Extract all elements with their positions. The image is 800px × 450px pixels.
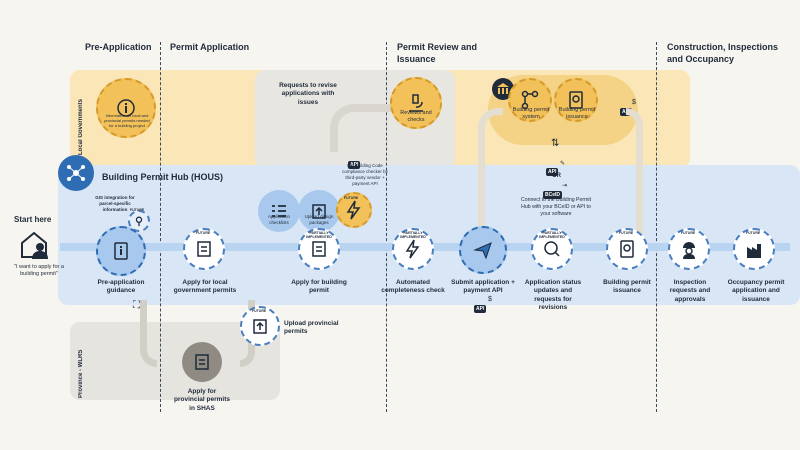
step-label: Pre-application guidance [97, 279, 145, 295]
permit-system-node [508, 78, 552, 122]
upload-provincial-node [240, 306, 280, 346]
microscope-icon [409, 94, 423, 112]
partial-tag: PARTIALLY IMPLEMENTED [400, 231, 426, 239]
step-label: Occupancy permit application and issuanc… [727, 279, 785, 303]
phase-permit-review: Permit Review and Issuance [397, 42, 478, 64]
step-label: Apply for local government permits [173, 279, 237, 295]
api-badge: API [546, 168, 559, 176]
home-person-icon [18, 229, 58, 259]
reviews-checks-node [390, 77, 442, 129]
bceid-badge: BCeID [543, 191, 563, 199]
api-badge: API [474, 305, 487, 313]
future-tag: FUTURE [252, 309, 267, 313]
future-tag: FUTURE [130, 208, 145, 212]
worker-icon [683, 242, 695, 259]
gis-node [128, 210, 150, 232]
building-icon [747, 244, 761, 258]
future-tag: FUTURE [344, 196, 359, 200]
phase-construction: Construction, Inspections and Occupancy [667, 42, 779, 64]
hub-icon [58, 155, 94, 191]
upload-icon [312, 204, 326, 219]
future-tag: FUTURE [746, 231, 761, 235]
requests-revise-label: Requests to revise applications with iss… [279, 82, 337, 106]
permit-issuance-system-label: Building permit issuance [558, 107, 596, 121]
scan-icon: ⛶ [133, 300, 140, 311]
local-info-text: Information on local and provincial perm… [104, 113, 150, 129]
document-info-icon [114, 242, 128, 260]
partial-tag: PARTIALLY IMPLEMENTED [539, 231, 565, 239]
future-tag: FUTURE [196, 231, 211, 235]
lightning-icon [346, 200, 361, 220]
map-pin-icon [135, 216, 143, 227]
step-inspection-node [668, 228, 710, 270]
return-arrow-left [478, 108, 503, 235]
province-flow-arrow [140, 300, 157, 367]
future-tag: FUTURE [619, 231, 634, 235]
step-issuance-node [606, 228, 648, 270]
connect-text: Connect to the Building Permit Hub with … [520, 197, 592, 217]
upload-design-node [298, 190, 340, 232]
permit-issuance-system-node [554, 78, 598, 122]
future-tag: FUTURE [681, 231, 696, 235]
step-label: Automated completeness check [381, 279, 445, 295]
form-icon [195, 354, 209, 370]
phase-permit-application: Permit Application [170, 42, 250, 52]
reviews-checks-label: Reviews and checks [400, 110, 432, 124]
dollar-icon: $ [488, 296, 492, 303]
apply-provincial-label: Apply for provincial permits in SHAS [174, 388, 230, 412]
start-title: Start here [14, 215, 52, 224]
sync-arrows-icon: ⇅ [551, 138, 560, 149]
step-auto-node [392, 228, 434, 270]
upload-provincial-label: Upload provincial permits [284, 320, 339, 336]
plug-icon: ✎ [560, 161, 566, 167]
form-icon [312, 241, 326, 257]
info-icon [96, 78, 156, 138]
step-label: Building permit issuance [603, 279, 651, 295]
step-occupancy-node [733, 228, 775, 270]
step-building-node [298, 228, 340, 270]
or-label: OR [552, 173, 561, 179]
api-badge: API [348, 161, 361, 169]
revise-loop-arrow [330, 104, 400, 152]
lane-label-province: Province - WLRS [78, 349, 84, 398]
login-icon: ⇥ [562, 183, 568, 189]
step-label: Apply for building permit [291, 279, 347, 295]
dollar-icon: $ [632, 99, 636, 106]
partial-tag: PARTIALLY IMPLEMENTED [306, 231, 332, 239]
step-label: Application status updates and requests … [524, 279, 582, 312]
phase-divider [386, 42, 387, 412]
return-arrow-right [626, 108, 643, 235]
workflow-icon [521, 90, 539, 110]
hub-title: Building Permit Hub (HOUS) [102, 172, 223, 182]
upload-icon [253, 319, 267, 334]
upload-design-label: Upload design packages [304, 214, 334, 225]
compliance-node [336, 192, 372, 228]
step-submit-node [459, 226, 507, 274]
phase-pre-application: Pre-Application [85, 42, 152, 52]
form-icon [197, 241, 211, 257]
step-apply-provincial-node [182, 342, 222, 382]
step-pre-node [96, 226, 146, 276]
bc-code-text: BC Building Code compliance checker by t… [342, 163, 388, 186]
certificate-icon [569, 91, 583, 109]
send-icon [473, 242, 492, 260]
phase-divider [160, 42, 161, 412]
certificate-icon [620, 240, 634, 258]
phase-divider [656, 42, 657, 412]
lightning-icon [405, 239, 420, 259]
lane-label-local: Local Governments [78, 98, 84, 155]
step-label: Submit application + payment API [451, 279, 515, 295]
step-status-node [531, 228, 573, 270]
permit-system-label: Building permit system [512, 107, 550, 121]
gis-text: GIS integration for parcel-specific info… [95, 195, 135, 212]
step-label: Inspection requests and approvals [669, 279, 711, 303]
start-quote: "I want to apply for a building permit" [14, 264, 64, 278]
step-local-node [183, 228, 225, 270]
checklist-node [258, 190, 300, 232]
chat-search-icon [544, 241, 560, 257]
checklist-icon [272, 205, 286, 217]
checklist-label: Application checklists [267, 214, 290, 225]
